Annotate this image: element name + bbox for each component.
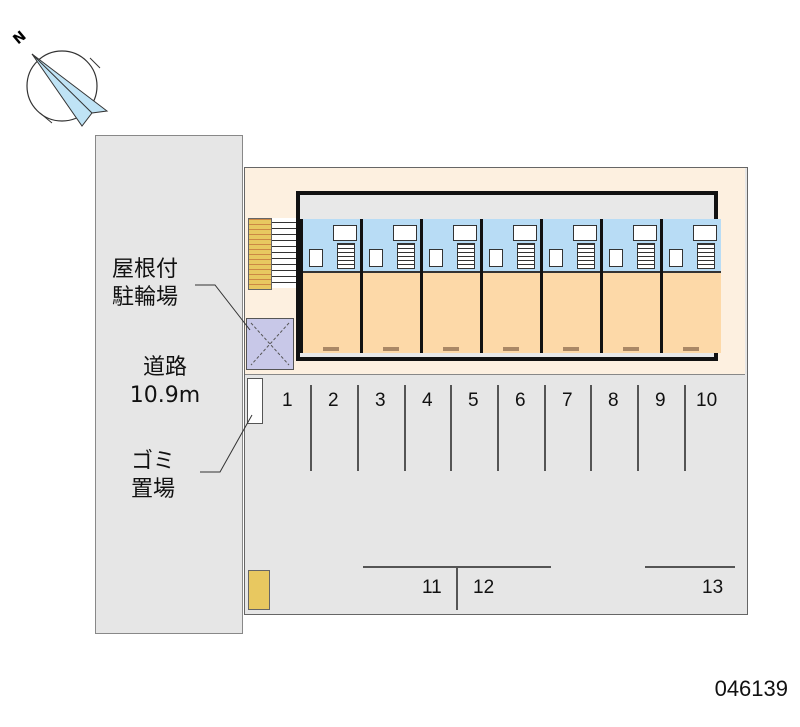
window-icon (683, 347, 699, 351)
property-code: 046139 (714, 676, 788, 701)
parking-space-number: 5 (468, 390, 479, 411)
window-icon (503, 347, 519, 351)
sink-icon (693, 225, 717, 241)
parking-divider (456, 566, 458, 610)
window-icon (323, 347, 339, 351)
apartment-unit (480, 219, 541, 353)
parking-space-number: 1 (282, 390, 293, 411)
sink-icon (633, 225, 657, 241)
living-room (603, 273, 661, 353)
living-room (363, 273, 421, 353)
wet-area (603, 219, 661, 273)
living-room (303, 273, 361, 353)
wet-area (663, 219, 721, 273)
label-line: 10.9m (129, 383, 201, 408)
kitchen-icon (337, 243, 355, 269)
kitchen-icon (457, 243, 475, 269)
garbage-area (247, 378, 263, 424)
window-icon (443, 347, 459, 351)
wet-area (543, 219, 601, 273)
kitchen-icon (577, 243, 595, 269)
toilet-icon (609, 249, 623, 267)
sink-icon (393, 225, 417, 241)
toilet-icon (429, 249, 443, 267)
sink-icon (333, 225, 357, 241)
kitchen-icon (637, 243, 655, 269)
label-road: 道路 10.9m (110, 354, 220, 410)
parking-divider (637, 385, 639, 471)
toilet-icon (369, 249, 383, 267)
apartment-unit (360, 219, 421, 353)
apartment-building (296, 191, 721, 361)
planter (248, 570, 270, 610)
toilet-icon (489, 249, 503, 267)
parking-space-number: 9 (655, 390, 666, 411)
parking-divider (404, 385, 406, 471)
toilet-icon (669, 249, 683, 267)
apartment-unit (300, 219, 361, 353)
tactile-paving (248, 218, 272, 290)
label-line: ゴミ (130, 449, 175, 474)
window-icon (383, 347, 399, 351)
label-roofed-bike-parking: 屋根付 駐輪場 (95, 256, 195, 312)
label-line: 屋根付 (111, 257, 178, 282)
sink-icon (453, 225, 477, 241)
parking-space-number: 6 (515, 390, 526, 411)
apartment-unit (420, 219, 481, 353)
sink-icon (573, 225, 597, 241)
toilet-icon (309, 249, 323, 267)
wet-area (423, 219, 481, 273)
window-icon (623, 347, 639, 351)
parking-space-number: 2 (328, 390, 339, 411)
parking-space-number: 13 (702, 577, 724, 598)
parking-space-number: 11 (422, 577, 442, 598)
bike-parking (246, 318, 294, 370)
wet-area (303, 219, 361, 273)
compass: N (10, 28, 110, 128)
parking-divider (310, 385, 312, 471)
parking-space-number: 7 (562, 390, 573, 411)
label-line: 駐輪場 (111, 285, 178, 310)
road (95, 135, 243, 634)
kitchen-icon (697, 243, 715, 269)
bike-parking-cross-icon (250, 322, 290, 366)
parking-divider (590, 385, 592, 471)
wet-area (483, 219, 541, 273)
label-line: 道路 (142, 355, 187, 380)
living-room (663, 273, 721, 353)
kitchen-icon (397, 243, 415, 269)
parking-space-number: 8 (608, 390, 619, 411)
parking-divider (544, 385, 546, 471)
parking-space-number: 12 (473, 577, 495, 598)
parking-divider (357, 385, 359, 471)
parking-divider (497, 385, 499, 471)
sink-icon (513, 225, 537, 241)
apartment-unit (660, 219, 721, 353)
apartment-unit (600, 219, 661, 353)
living-room (423, 273, 481, 353)
staircase (272, 218, 296, 288)
living-room (543, 273, 601, 353)
window-icon (563, 347, 579, 351)
parking-space-number: 4 (422, 390, 433, 411)
parking-space-number: 3 (375, 390, 386, 411)
parking-divider (645, 566, 735, 568)
parking-divider (450, 385, 452, 471)
toilet-icon (549, 249, 563, 267)
wet-area (363, 219, 421, 273)
parking-space-number: 10 (696, 390, 718, 411)
label-line: 置場 (130, 477, 175, 502)
label-garbage: ゴミ 置場 (108, 448, 198, 504)
kitchen-icon (517, 243, 535, 269)
parking-divider (684, 385, 686, 471)
north-arrow-icon (26, 50, 109, 127)
apartment-unit (540, 219, 601, 353)
living-room (483, 273, 541, 353)
